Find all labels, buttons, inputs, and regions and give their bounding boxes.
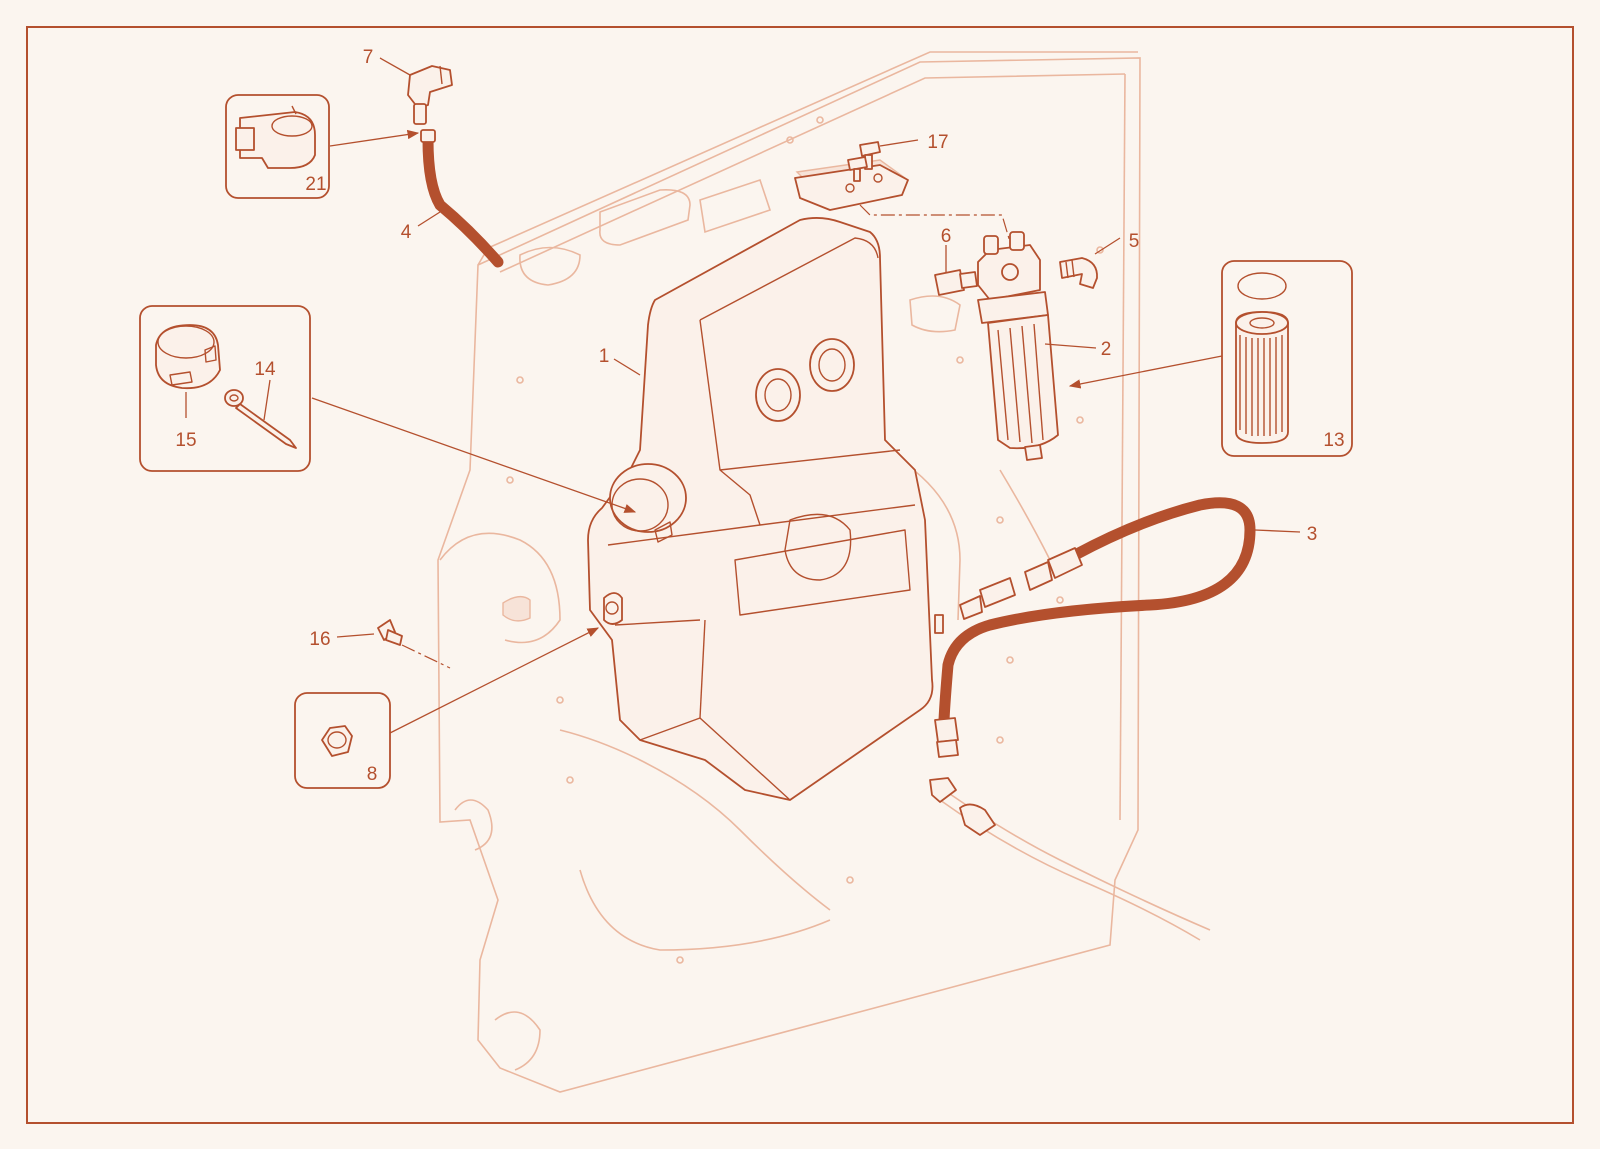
callout-4: 4 xyxy=(401,222,412,243)
callout-17: 17 xyxy=(927,132,948,153)
callout-3: 3 xyxy=(1307,524,1318,545)
drawing-border xyxy=(26,26,1574,1124)
short-hose xyxy=(420,129,504,268)
callout-14: 14 xyxy=(254,359,276,380)
callout-1: 1 xyxy=(599,346,610,367)
fuel-hose-assembly xyxy=(929,497,1256,836)
leader-lines xyxy=(185,57,1301,734)
inset-filter-element xyxy=(1221,260,1353,457)
callout-8: 8 xyxy=(367,764,378,785)
callout-7: 7 xyxy=(363,47,374,68)
inset-clamp xyxy=(225,94,330,199)
callout-13: 13 xyxy=(1323,430,1344,451)
elbow-fitting-5 xyxy=(1059,257,1098,289)
callout-2: 2 xyxy=(1101,339,1112,360)
fitting-6 xyxy=(934,269,978,296)
fuel-tank xyxy=(587,217,944,801)
fuel-filter xyxy=(977,231,1059,461)
callout-16: 16 xyxy=(309,629,330,650)
bolt-16 xyxy=(377,619,451,669)
callout-15: 15 xyxy=(175,430,196,451)
mounting-bracket xyxy=(794,141,1011,243)
callout-6: 6 xyxy=(941,226,952,247)
angled-fitting xyxy=(407,65,453,125)
callout-5: 5 xyxy=(1129,231,1140,252)
callout-labels: 7 21 4 17 6 5 2 13 3 1 14 15 16 8 xyxy=(175,47,1344,785)
inset-filler-cap xyxy=(139,305,311,472)
callout-21: 21 xyxy=(305,174,326,195)
inset-nut xyxy=(294,692,391,789)
